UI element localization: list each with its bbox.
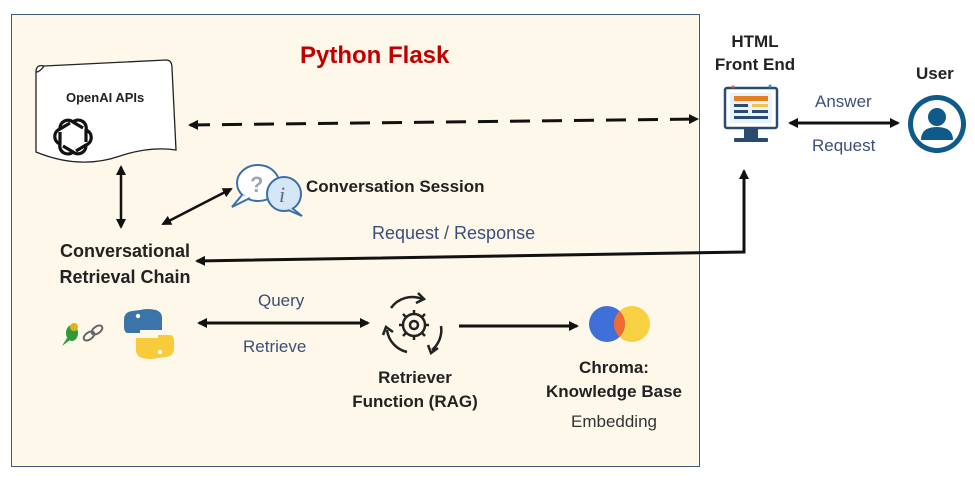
svg-text:i: i (279, 182, 285, 207)
chain-label: Conversational Retrieval Chain (40, 238, 210, 290)
langchain-parrot-icon (62, 323, 104, 346)
flask-title: Python Flask (300, 42, 450, 69)
answer-label: Answer (815, 92, 872, 111)
session-label: Conversation Session (306, 177, 485, 196)
frontend-label: HTML Front End (700, 30, 810, 76)
monitor-icon (723, 84, 779, 142)
chain-label-line2: Retrieval Chain (59, 267, 191, 287)
frontend-label-line1: HTML (731, 32, 779, 51)
retrieve-label: Retrieve (243, 337, 307, 356)
retriever-label-line2: Function (RAG) (352, 392, 478, 411)
chroma-label-line1: Chroma: (579, 358, 649, 377)
frontend-label-line2: Front End (714, 55, 796, 74)
gear-cycle-icon (381, 292, 443, 355)
retriever-label: Retriever Function (RAG) (340, 366, 490, 414)
request-label: Request (812, 136, 876, 155)
chroma-label: Chroma: Knowledge Base Embedding (524, 356, 704, 434)
query-label: Query (258, 291, 305, 310)
chat-bubbles-icon: ? i (231, 164, 303, 217)
user-label: User (916, 64, 954, 83)
chain-label-line1: Conversational (59, 241, 191, 261)
openai-frontend-dashed-arrow (188, 114, 699, 130)
openai-logo-icon (53, 118, 93, 156)
openai-label: OpenAI APIs (66, 90, 145, 105)
svg-text:?: ? (250, 172, 263, 197)
chroma-label-line2: Knowledge Base (545, 382, 683, 401)
retriever-label-line1: Retriever (378, 368, 452, 387)
user-avatar-icon (908, 95, 966, 153)
request-response-label: Request / Response (372, 223, 536, 243)
python-logo-icon (124, 309, 174, 359)
request-response-arrow (195, 169, 749, 266)
chain-session-arrow (161, 187, 233, 226)
chroma-embedding-label: Embedding (570, 412, 657, 431)
chroma-logo-icon (589, 306, 650, 342)
openai-document-shape (35, 59, 177, 163)
